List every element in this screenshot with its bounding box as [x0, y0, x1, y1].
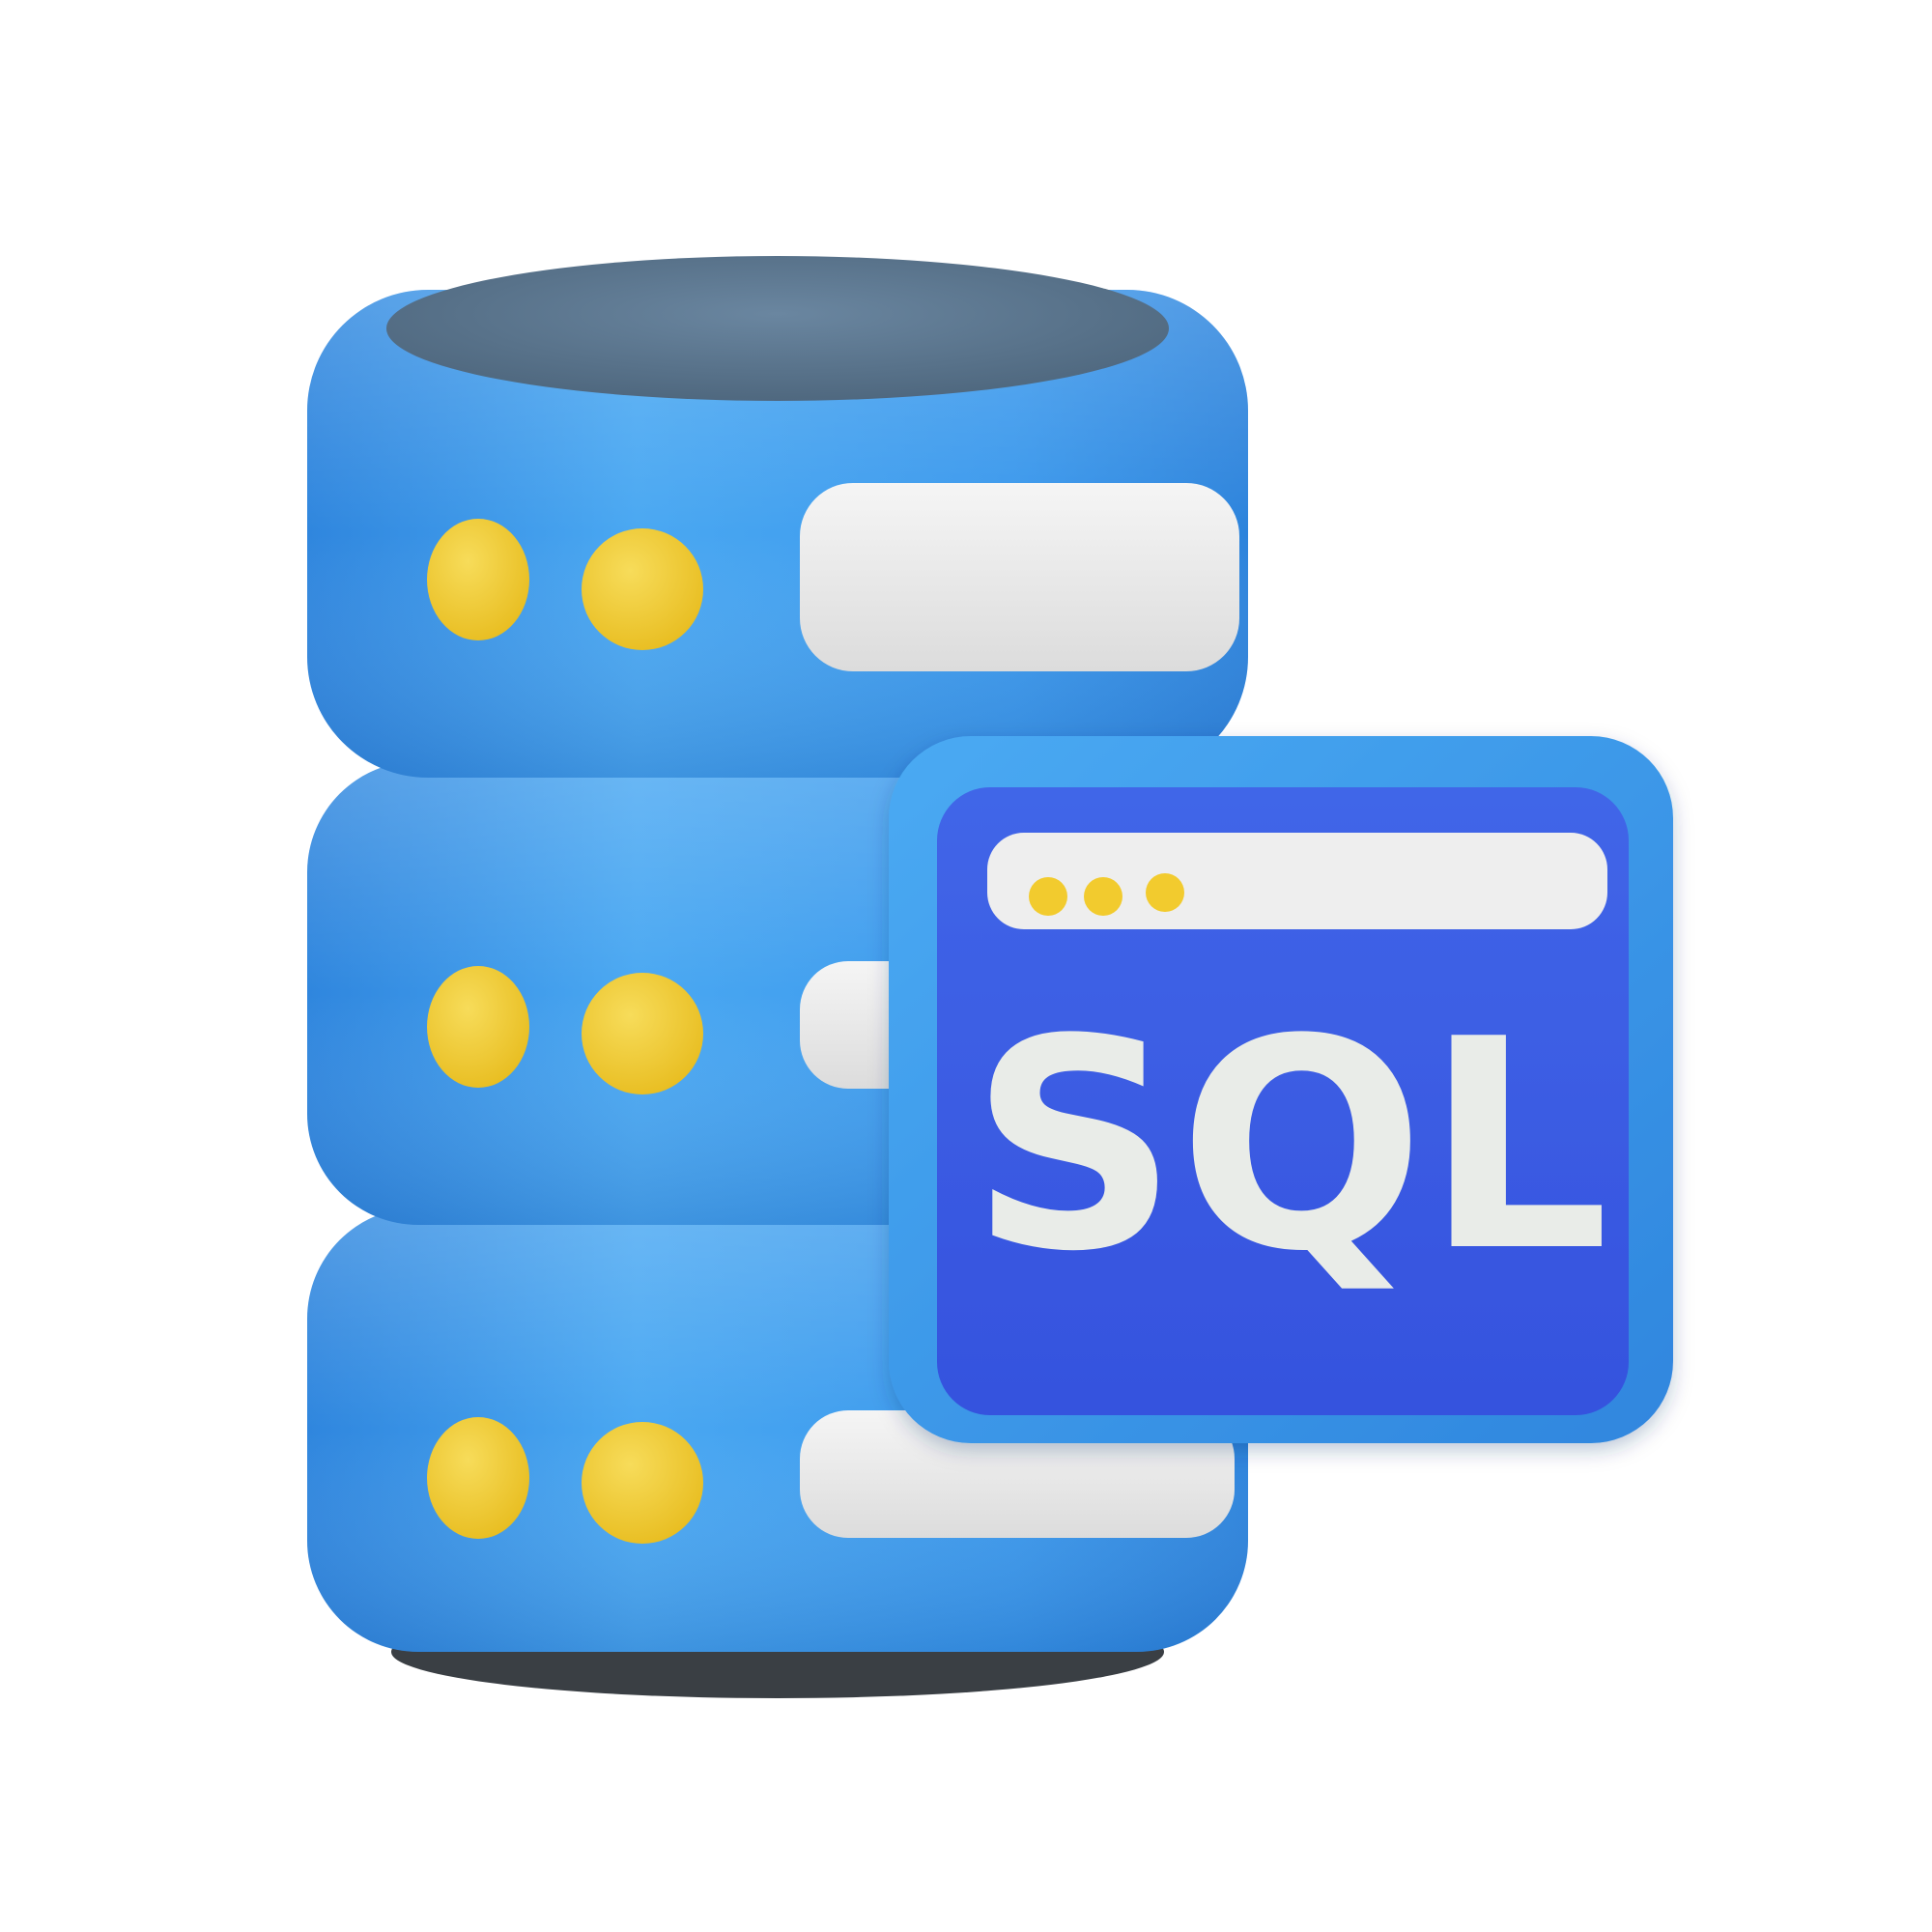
sql-label: SQL [970, 978, 1609, 1315]
indicator-light-icon [582, 528, 703, 650]
database-segment-top [307, 256, 1248, 778]
indicator-light-icon [427, 519, 529, 640]
window-title-bar [987, 833, 1607, 929]
drive-slot-icon [800, 483, 1239, 671]
window-dot-icon [1084, 877, 1122, 916]
window-dot-icon [1146, 873, 1184, 912]
window-dot-icon [1029, 877, 1067, 916]
indicator-light-icon [427, 966, 529, 1088]
sql-window-screen [937, 787, 1629, 1415]
indicator-light-icon [582, 1422, 703, 1544]
indicator-light-icon [582, 973, 703, 1094]
sql-window-panel: SQL [889, 736, 1673, 1443]
cylinder-top-icon [386, 256, 1169, 401]
indicator-light-icon [427, 1417, 529, 1539]
